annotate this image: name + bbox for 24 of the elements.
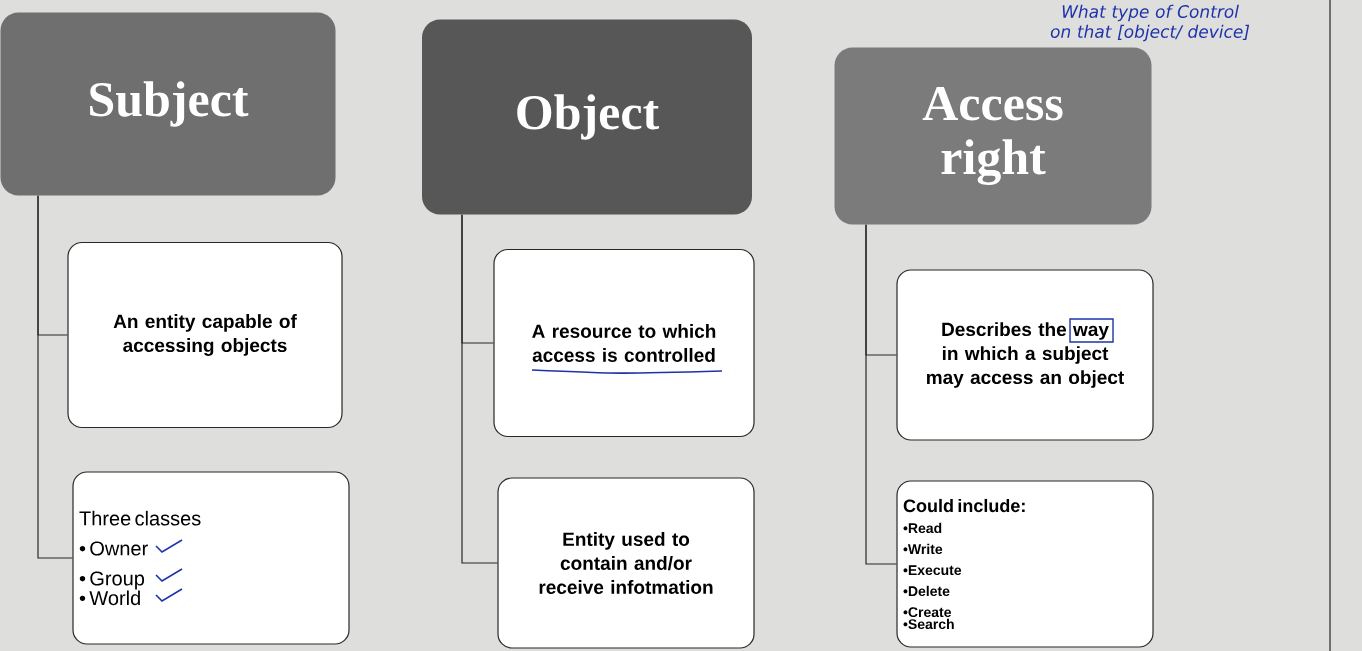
list-item: • Group — [79, 571, 145, 590]
header-band: Access right — [834, 47, 1152, 225]
list-item: •Delete — [903, 585, 950, 597]
text-box: An entity capable of accessing objects — [67, 241, 343, 429]
header-band: Subject — [0, 12, 336, 196]
connector-line — [37, 195, 73, 559]
connector-line — [461, 214, 498, 564]
header-band: Object — [422, 19, 752, 215]
list-item: •Create — [903, 607, 951, 618]
list-item: •Read — [903, 522, 942, 534]
box-heading: Three classes — [79, 510, 201, 526]
text-box: A resource to which access is controlled — [493, 248, 755, 438]
list-item: • Owner — [79, 541, 148, 556]
text-box: Entity used to contain and/or receive infotmation — [497, 477, 755, 649]
connector-line — [865, 224, 897, 565]
list-item: •Write — [903, 543, 943, 555]
list-item: • World — [79, 590, 140, 606]
list-box — [896, 480, 1154, 648]
list-item: •Execute — [903, 565, 962, 576]
handwritten-note: What type of Control on that [object/ device] — [1050, 4, 1250, 42]
list-item: •Search — [903, 618, 954, 630]
text-box: Describes the way in which a subject may access an object — [896, 269, 1154, 441]
list-box — [72, 471, 350, 645]
box-heading: Could include: — [903, 498, 1025, 513]
